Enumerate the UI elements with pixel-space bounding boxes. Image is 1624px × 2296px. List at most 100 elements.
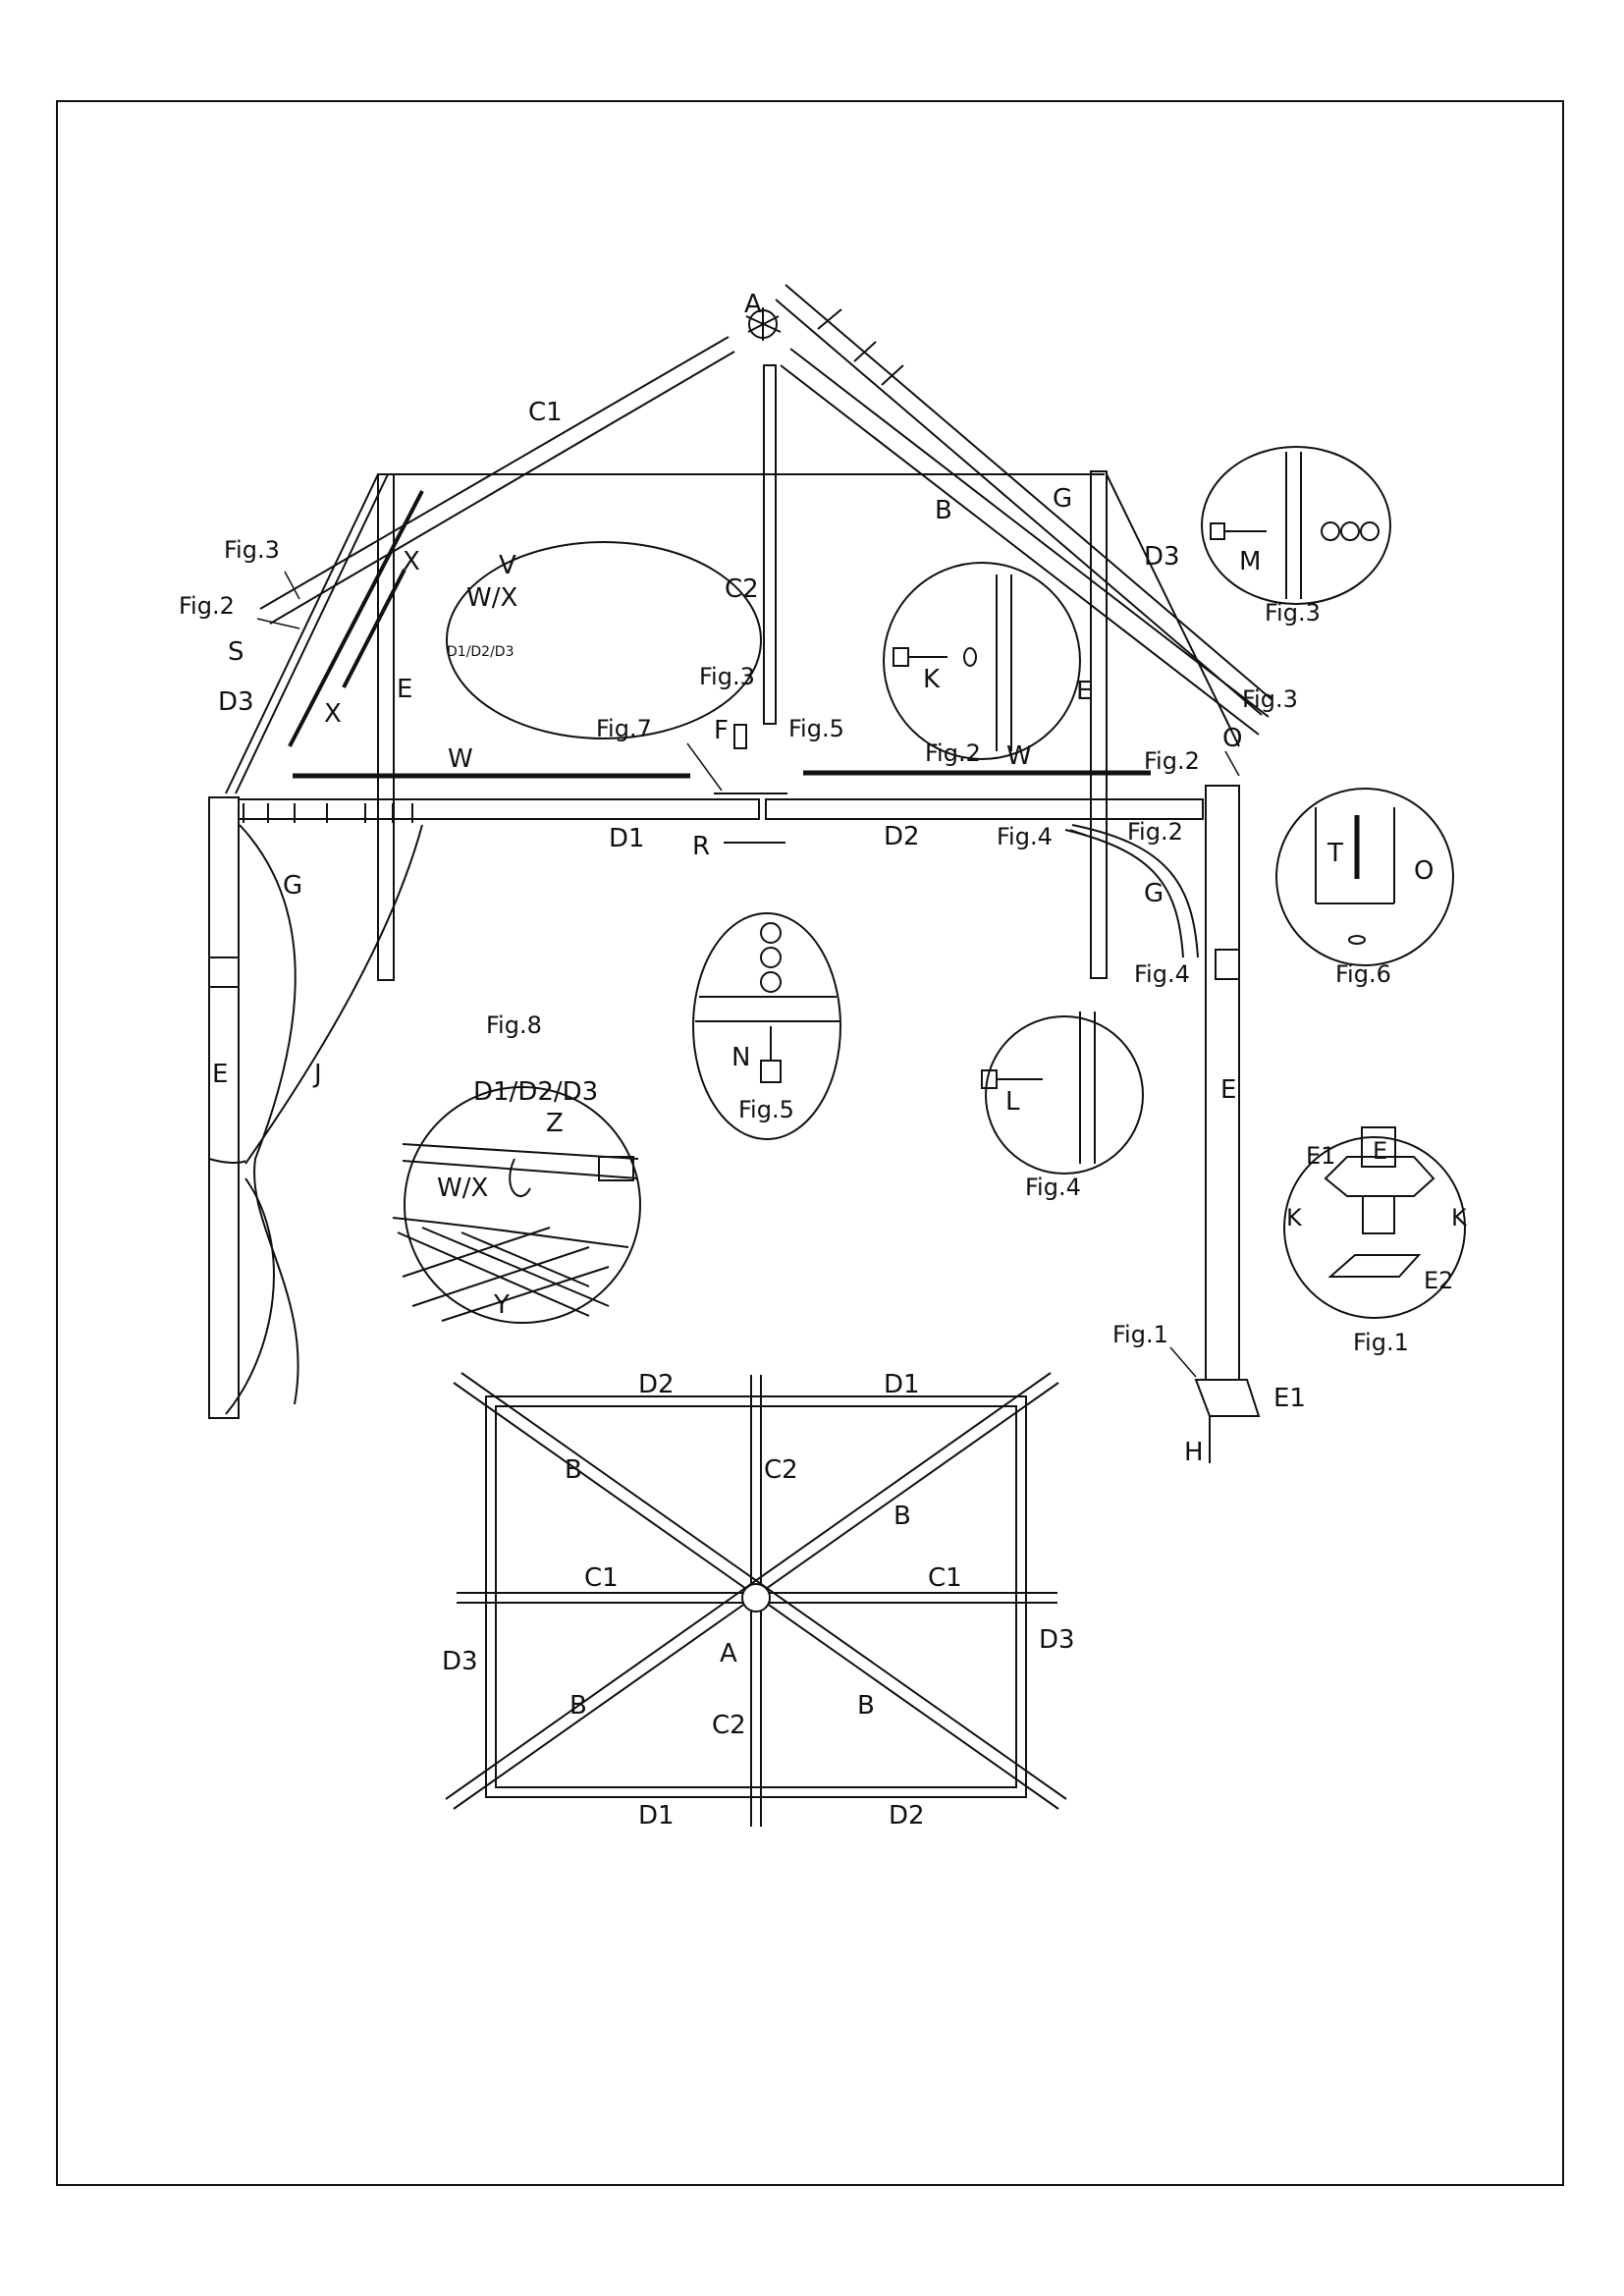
label-plan-b-ll: B xyxy=(569,1691,587,1721)
label-k-detail: K xyxy=(923,665,941,694)
label-w-left: W xyxy=(448,744,473,774)
label-d2: D2 xyxy=(884,822,920,851)
figure-callouts: Fig.3 Fig.2 Fig.3 Fig.5 Fig.7 Fig.2 Fig.… xyxy=(179,536,1409,1356)
back-right-post xyxy=(1090,470,1108,979)
label-plan-c2-bottom: C2 xyxy=(712,1711,746,1740)
label-g-left: G xyxy=(283,871,302,901)
label-plan-d1-top: D1 xyxy=(884,1370,920,1399)
label-m-detail: M xyxy=(1239,547,1261,576)
detail-circle-fig2 xyxy=(883,562,1081,760)
label-plan-b-lr: B xyxy=(857,1691,875,1721)
label-plan-d3-left: D3 xyxy=(442,1647,478,1676)
base-plate-e1 xyxy=(1194,1379,1261,1417)
caption-fig5: Fig.5 xyxy=(738,1096,794,1123)
label-v: V xyxy=(499,551,516,580)
detail-circle-fig8 xyxy=(404,1086,641,1324)
left-d3-rail xyxy=(225,473,379,794)
detail-circle-fig4 xyxy=(985,1015,1144,1175)
detail-circle-vwx xyxy=(446,541,762,739)
rafter-c2 xyxy=(763,364,777,725)
beam-d1 xyxy=(238,798,760,820)
label-z-detail: Z xyxy=(546,1109,564,1138)
label-x-lower: X xyxy=(324,699,342,729)
detail-circle-fig1 xyxy=(1283,1136,1466,1319)
base-plate-e2 xyxy=(1327,1254,1422,1278)
label-plan-c1-right: C1 xyxy=(928,1563,962,1593)
detail-circle-fig6 xyxy=(1275,788,1454,966)
callout-fig5-center: Fig.5 xyxy=(788,715,844,742)
label-k-fig1-left: K xyxy=(1286,1204,1303,1231)
caption-fig8: Fig.8 xyxy=(486,1011,542,1039)
label-e1-base: E1 xyxy=(1273,1384,1306,1413)
label-plan-d1-bottom: D1 xyxy=(638,1801,675,1831)
label-a: A xyxy=(744,290,762,319)
base-bracket-e1 xyxy=(1324,1156,1435,1197)
bolt-k-icon xyxy=(893,647,909,667)
leader-lines xyxy=(256,571,1240,1378)
back-left-post xyxy=(377,473,395,981)
caption-fig3: Fig.3 xyxy=(1265,599,1321,627)
bolt-n-icon xyxy=(760,1060,782,1083)
right-d3-rail xyxy=(1106,473,1240,747)
label-plan-c1-left: C1 xyxy=(584,1563,619,1593)
label-t-detail: T xyxy=(1326,839,1343,868)
label-r: R xyxy=(692,832,710,861)
label-f: F xyxy=(714,716,729,745)
detail-circle-fig5 xyxy=(692,912,841,1140)
label-d123-fig8: D1/D2/D3 xyxy=(473,1077,598,1107)
label-n-detail: N xyxy=(731,1043,750,1072)
callout-fig3-left: Fig.3 xyxy=(224,536,280,564)
label-o-detail: O xyxy=(1414,856,1434,886)
label-k-fig1-right: K xyxy=(1451,1204,1468,1231)
nut-stack-icon xyxy=(760,922,782,944)
label-y-detail: Y xyxy=(493,1290,510,1320)
label-plan-d2-top: D2 xyxy=(638,1370,675,1399)
label-e-back: E xyxy=(397,675,412,704)
hook-z-icon xyxy=(509,1158,531,1197)
label-wx-detail: W/X xyxy=(466,583,517,613)
label-plan-d2-bottom: D2 xyxy=(889,1801,925,1831)
label-s: S xyxy=(228,637,244,667)
label-plan-d3-right: D3 xyxy=(1039,1625,1075,1655)
callout-fig1-post: Fig.1 xyxy=(1112,1321,1168,1348)
label-l-detail: L xyxy=(1005,1087,1020,1117)
label-d1: D1 xyxy=(609,824,645,853)
label-c2: C2 xyxy=(725,574,759,604)
label-h: H xyxy=(1184,1438,1204,1467)
label-w-right: W xyxy=(1006,741,1032,771)
rafter-b xyxy=(789,348,1270,718)
label-e1-fig1: E1 xyxy=(1306,1142,1335,1170)
rod-x xyxy=(288,490,424,747)
callout-fig3-right: Fig.3 xyxy=(1242,685,1298,713)
label-e2-fig1: E2 xyxy=(1424,1267,1453,1294)
callout-fig2-left: Fig.2 xyxy=(179,592,235,620)
callout-fig4-post: Fig.4 xyxy=(1134,960,1190,988)
label-g-right: G xyxy=(1144,879,1164,908)
detail-circles xyxy=(404,446,1466,1324)
callout-fig2-right: Fig.2 xyxy=(1144,747,1200,775)
label-b: B xyxy=(935,496,952,525)
label-d123-detail: D1/D2/D3 xyxy=(447,644,514,660)
gazebo-frame xyxy=(208,284,1273,1463)
labels: A C1 C2 B G D3 X X E E D3 S W W D1 D2 R … xyxy=(212,290,1468,1831)
label-e-back-right: E xyxy=(1076,677,1092,706)
callout-fig4-top: Fig.4 xyxy=(997,823,1053,850)
caption-fig4: Fig.4 xyxy=(1025,1174,1081,1201)
plan-hub-a xyxy=(741,1583,771,1613)
center-connector xyxy=(714,793,787,844)
label-c1: C1 xyxy=(528,398,563,427)
label-x-upper: X xyxy=(403,547,420,576)
label-e-fig1: E xyxy=(1373,1137,1387,1165)
rafter-c1 xyxy=(259,336,730,610)
label-wx-fig8: W/X xyxy=(437,1174,488,1203)
detail-circle-fig3 xyxy=(1201,446,1391,605)
label-o: O xyxy=(1222,724,1242,753)
netting-y xyxy=(397,1227,610,1317)
curtain-j xyxy=(239,824,299,1405)
label-e-left: E xyxy=(212,1060,228,1089)
label-g-top: G xyxy=(1053,484,1072,514)
caption-fig1: Fig.1 xyxy=(1353,1329,1409,1356)
label-plan-b-ul: B xyxy=(565,1455,582,1485)
label-e-right: E xyxy=(1220,1075,1236,1105)
